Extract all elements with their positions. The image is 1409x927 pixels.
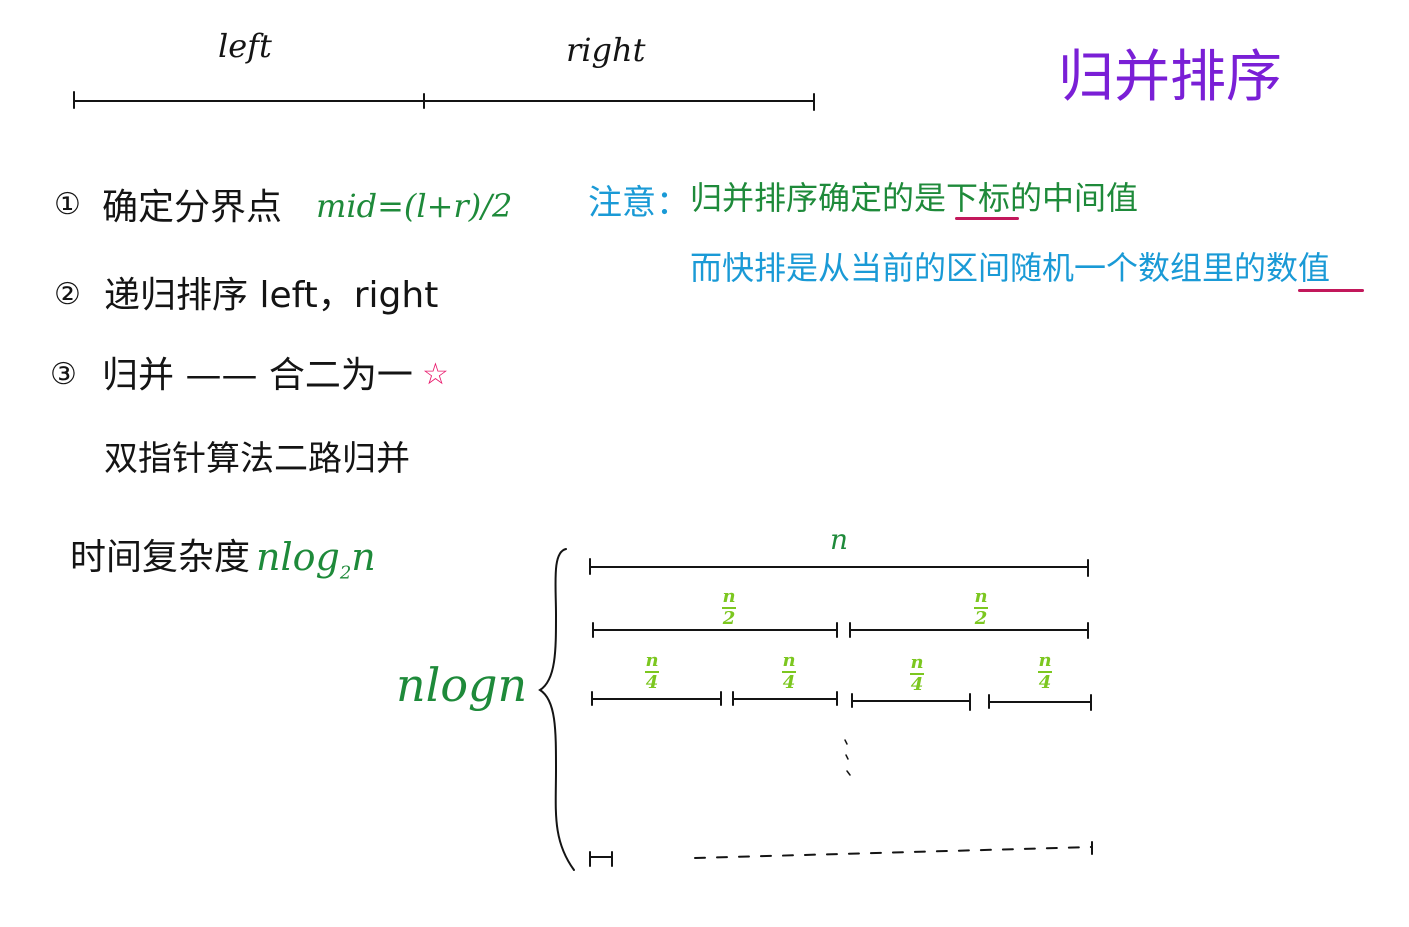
step2-text: 递归排序 left，right [104,275,439,316]
level2-label-3-num: n [910,652,924,673]
note-line2-pre: 而快排是从当前的区间随机一个数组里的 [690,249,1267,287]
level1-label-1-num: n [722,586,736,607]
step1-formula: mid=(l+r)/2 [316,187,513,225]
note-line1: 归并排序确定的是下标的中间值 [690,182,1138,214]
complexity-value: nlog2n [256,538,376,583]
page-title: 归并排序 [1058,45,1282,110]
star-icon: ☆ [422,357,449,392]
note-line1-emph: 下标 [946,179,1011,217]
note-line1-post: 的中间值 [1010,179,1139,217]
level2-label-1-den: 4 [645,672,659,693]
level1-label-2-den: 2 [974,608,988,629]
level2-label-2-num: n [782,650,796,671]
right-label: right [566,31,646,69]
note-line2-emph: 数值 [1266,249,1331,287]
complexity-value-main: nlog [256,535,340,579]
index-underline [955,217,1019,220]
left-label: left [218,27,272,65]
depth-label: nlogn [396,658,528,712]
step3-text: 归并 —— 合二为一 [102,355,413,396]
complexity-value-end: n [351,535,376,579]
leaf-level-dashed [694,846,1093,859]
note-line1-pre: 归并排序确定的是 [690,179,947,217]
complexity-label: 时间复杂度 [70,537,251,578]
continuation-dots [844,739,851,776]
note-line2: 而快排是从当前的区间随机一个数组里的数值 [690,252,1330,284]
value-underline [1298,289,1364,292]
level2-label-2-den: 4 [782,672,796,693]
level2-label-4-den: 4 [1038,672,1052,693]
step3-marker: ③ [50,357,77,392]
level0-label: n [830,523,849,556]
step2-marker: ② [54,277,81,312]
step1-text: 确定分界点 [102,187,283,228]
level2-label-1-num: n [645,650,659,671]
step1-marker: ① [54,187,81,222]
level2-label-3-den: 4 [910,674,924,695]
merge-method-note: 双指针算法二路归并 [104,439,410,479]
complexity-value-sub: 2 [339,562,352,584]
level2-label-4-num: n [1038,650,1052,671]
level1-label-2-num: n [974,586,988,607]
note-label: 注意： [588,183,690,223]
level1-label-1-den: 2 [722,608,736,629]
depth-brace [538,548,575,871]
